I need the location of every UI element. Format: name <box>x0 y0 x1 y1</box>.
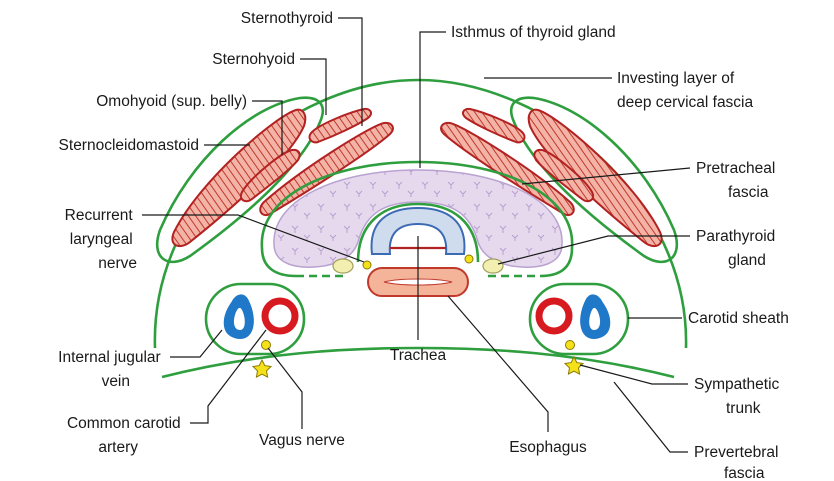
parathyroid-gland-right <box>483 259 503 273</box>
common-carotid-artery-right <box>539 301 569 331</box>
leader-common-carotid <box>190 330 266 423</box>
label-recurrent-laryngeal-nerve: Recurrent laryngeal nerve <box>65 207 137 272</box>
parathyroid-gland-left <box>333 259 353 273</box>
label-sternothyroid: Sternothyroid <box>241 10 333 27</box>
label-parathyroid-gland: Parathyroid gland <box>696 228 780 269</box>
label-sternocleidomastoid: Sternocleidomastoid <box>59 137 199 154</box>
label-common-carotid-artery: Common carotid artery <box>67 415 185 456</box>
label-sympathetic-trunk: Sympathetic trunk <box>694 376 784 417</box>
vagus-nerve-right <box>566 341 575 350</box>
leader-esophagus <box>448 296 548 432</box>
label-sternohyoid: Sternohyoid <box>212 51 295 68</box>
label-omohyoid: Omohyoid (sup. belly) <box>96 93 247 110</box>
recurrent-laryngeal-nerve-right <box>465 255 473 263</box>
label-vagus-nerve: Vagus nerve <box>259 432 345 449</box>
label-prevertebral-fascia: Prevertebral fascia <box>694 444 783 481</box>
leader-lines <box>142 18 690 452</box>
label-esophagus: Esophagus <box>509 439 587 456</box>
label-internal-jugular-vein: Internal jugular vein <box>58 349 165 390</box>
sympathetic-trunk-left <box>253 360 271 377</box>
label-investing-layer: Investing layer of deep cervical fascia <box>617 70 754 111</box>
leader-vagus <box>268 348 302 429</box>
label-pretracheal-fascia: Pretracheal fascia <box>696 160 780 201</box>
label-trachea: Trachea <box>390 347 447 364</box>
vagus-nerve-left <box>262 341 271 350</box>
leader-isthmus <box>420 32 446 168</box>
recurrent-laryngeal-nerve-left <box>363 261 371 269</box>
label-carotid-sheath: Carotid sheath <box>688 310 789 327</box>
leader-internal-jugular <box>170 330 222 357</box>
label-isthmus-of-thyroid-gland: Isthmus of thyroid gland <box>451 24 616 41</box>
leader-prevertebral <box>614 382 688 452</box>
common-carotid-artery-left <box>265 301 295 331</box>
